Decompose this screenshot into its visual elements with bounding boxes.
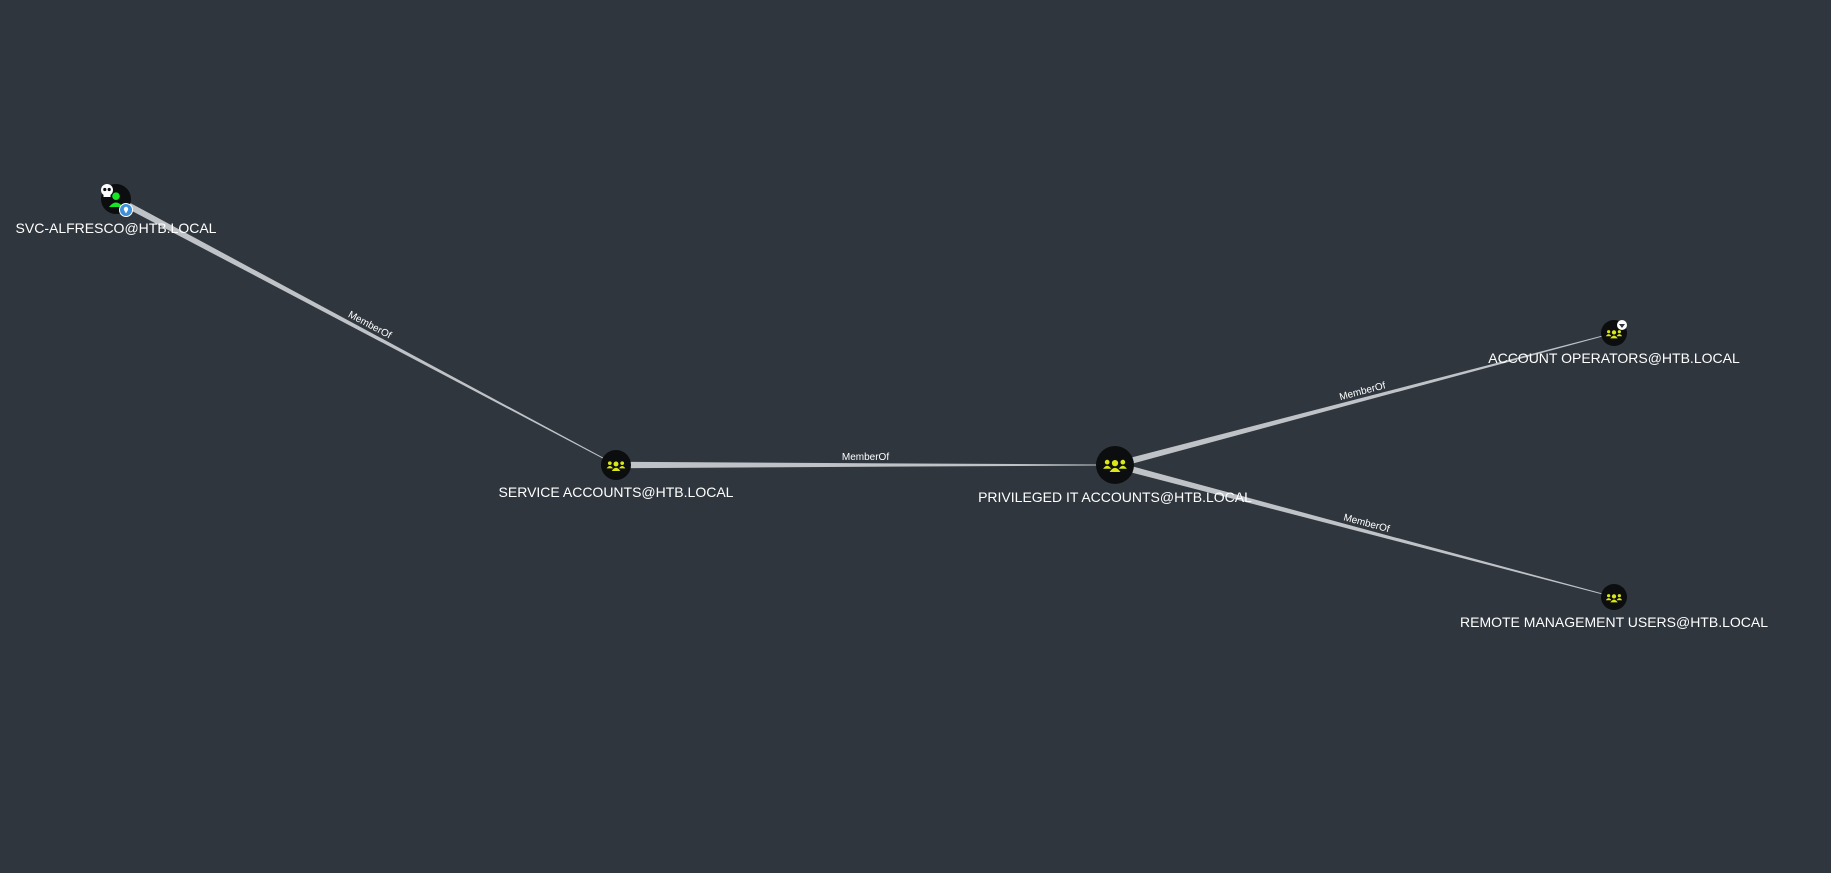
edge-line[interactable] <box>616 461 1115 469</box>
edge-label: MemberOf <box>842 452 889 463</box>
node-label: ACCOUNT OPERATORS@HTB.LOCAL <box>1488 350 1740 366</box>
node-svc-alfresco[interactable]: SVC-ALFRESCO@HTB.LOCAL <box>16 184 217 236</box>
node-account-operators[interactable]: ACCOUNT OPERATORS@HTB.LOCAL <box>1488 320 1740 366</box>
node-label: SERVICE ACCOUNTS@HTB.LOCAL <box>499 484 734 500</box>
user-icon <box>108 192 124 208</box>
group-icon <box>606 461 626 471</box>
node-label: SVC-ALFRESCO@HTB.LOCAL <box>16 220 217 236</box>
node-label: REMOTE MANAGEMENT USERS@HTB.LOCAL <box>1460 614 1768 630</box>
gem-icon <box>1617 320 1627 330</box>
nodes-layer: SVC-ALFRESCO@HTB.LOCAL SERVICE ACCOUNTS@H… <box>16 184 1768 630</box>
node-remote-management-users[interactable]: REMOTE MANAGEMENT USERS@HTB.LOCAL <box>1460 584 1768 630</box>
owned-pin-icon <box>119 203 133 217</box>
edge-svc-alfresco-to-service-accounts[interactable]: MemberOf <box>114 196 617 466</box>
node-service-accounts[interactable]: SERVICE ACCOUNTS@HTB.LOCAL <box>499 450 734 500</box>
edge-line[interactable] <box>114 196 617 466</box>
group-icon <box>1605 594 1623 603</box>
group-icon <box>1103 459 1127 472</box>
edge-line[interactable] <box>1114 461 1615 598</box>
node-label: PRIVILEGED IT ACCOUNTS@HTB.LOCAL <box>978 489 1252 505</box>
edge-service-accounts-to-privileged-it-accounts[interactable]: MemberOf <box>616 452 1115 469</box>
group-icon <box>1605 330 1623 339</box>
edge-line[interactable] <box>1114 332 1615 469</box>
skull-icon <box>101 184 113 197</box>
node-privileged-it-accounts[interactable]: PRIVILEGED IT ACCOUNTS@HTB.LOCAL <box>978 446 1252 505</box>
edge-privileged-it-accounts-to-remote-management-users[interactable]: MemberOf <box>1114 461 1615 598</box>
